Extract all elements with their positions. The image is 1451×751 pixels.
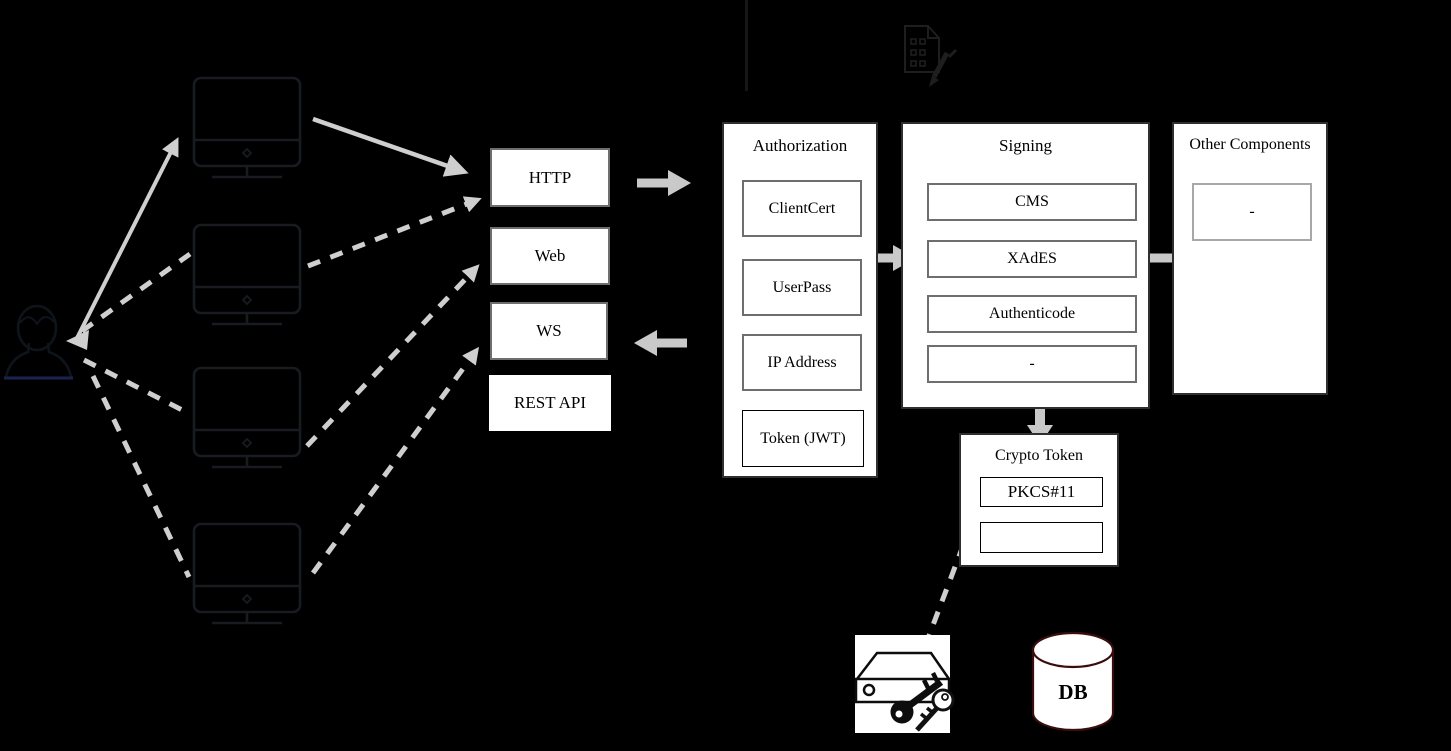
auth-method-label: IP Address bbox=[767, 353, 837, 371]
crypto-slot-empty bbox=[980, 522, 1103, 553]
signing-panel: Signing CMS XAdES Authenticode - bbox=[901, 122, 1150, 409]
signer-cms: CMS bbox=[927, 183, 1137, 221]
interface-box-web: Web bbox=[490, 227, 610, 285]
auth-method-userpass: UserPass bbox=[742, 259, 862, 316]
arrowhead-into-user bbox=[66, 330, 89, 350]
authorization-title: Authorization bbox=[752, 136, 848, 155]
interface-label: HTTP bbox=[528, 167, 572, 187]
arrow-http-to-authorization bbox=[637, 170, 691, 196]
other-components-title: Other Components bbox=[1189, 136, 1311, 153]
signer-xades: XAdES bbox=[927, 240, 1137, 278]
dashed-user-to-monitor3 bbox=[82, 357, 192, 417]
interface-label: Web bbox=[534, 246, 566, 265]
other-components-panel: Other Components - bbox=[1172, 122, 1328, 395]
signer-label: - bbox=[1029, 355, 1035, 372]
signing-title: Signing bbox=[999, 136, 1052, 155]
dashed-monitor4-to-ws bbox=[310, 346, 480, 575]
hsm-keys-icon bbox=[854, 635, 955, 733]
other-component-label: - bbox=[1249, 203, 1255, 220]
dashed-monitor2-to-http bbox=[307, 196, 482, 269]
auth-method-label: Token (JWT) bbox=[760, 429, 846, 447]
interface-box-http: HTTP bbox=[490, 148, 610, 207]
key-icon bbox=[915, 688, 955, 732]
auth-method-label: ClientCert bbox=[768, 199, 836, 217]
document-signing-icon bbox=[904, 25, 958, 87]
interface-label: REST API bbox=[514, 393, 586, 412]
key-icon bbox=[890, 671, 944, 724]
authorization-panel: Authorization ClientCert UserPass IP Add… bbox=[722, 122, 878, 478]
auth-method-clientcert: ClientCert bbox=[742, 180, 862, 237]
desktop-monitor-icon bbox=[192, 223, 302, 326]
crypto-token-title: Crypto Token bbox=[995, 447, 1083, 464]
faint-divider-line bbox=[745, 0, 748, 91]
auth-method-token-jwt: Token (JWT) bbox=[742, 410, 864, 467]
client-monitors bbox=[192, 76, 302, 625]
other-component-placeholder: - bbox=[1192, 183, 1312, 241]
crypto-slot-label: PKCS#11 bbox=[1007, 482, 1076, 501]
desktop-monitor-icon bbox=[192, 366, 302, 469]
person-icon bbox=[4, 304, 73, 380]
crypto-token-panel: Crypto Token PKCS#11 bbox=[959, 433, 1119, 567]
desktop-monitor-icon bbox=[192, 522, 302, 625]
arrow-user-to-monitor1 bbox=[72, 137, 179, 345]
signer-label: CMS bbox=[1015, 193, 1049, 210]
desktop-monitor-icon bbox=[192, 76, 302, 179]
signer-label: Authenticode bbox=[988, 305, 1076, 322]
arrow-authorization-to-ws bbox=[634, 330, 687, 356]
dashed-monitor3-to-web bbox=[305, 264, 480, 448]
interface-box-ws: WS bbox=[490, 302, 608, 360]
signer-authenticode: Authenticode bbox=[927, 295, 1137, 333]
database-cylinder-icon bbox=[1031, 631, 1115, 732]
crypto-slot-pkcs11: PKCS#11 bbox=[980, 477, 1103, 507]
auth-method-label: UserPass bbox=[772, 278, 832, 296]
interface-label: WS bbox=[536, 321, 562, 340]
signer-placeholder: - bbox=[927, 345, 1137, 383]
signer-label: XAdES bbox=[1007, 250, 1057, 267]
auth-method-ip-address: IP Address bbox=[742, 334, 862, 391]
interface-box-rest-api: REST API bbox=[489, 375, 611, 431]
database-label: DB bbox=[1058, 680, 1088, 704]
arrow-monitor1-to-http bbox=[312, 116, 469, 177]
